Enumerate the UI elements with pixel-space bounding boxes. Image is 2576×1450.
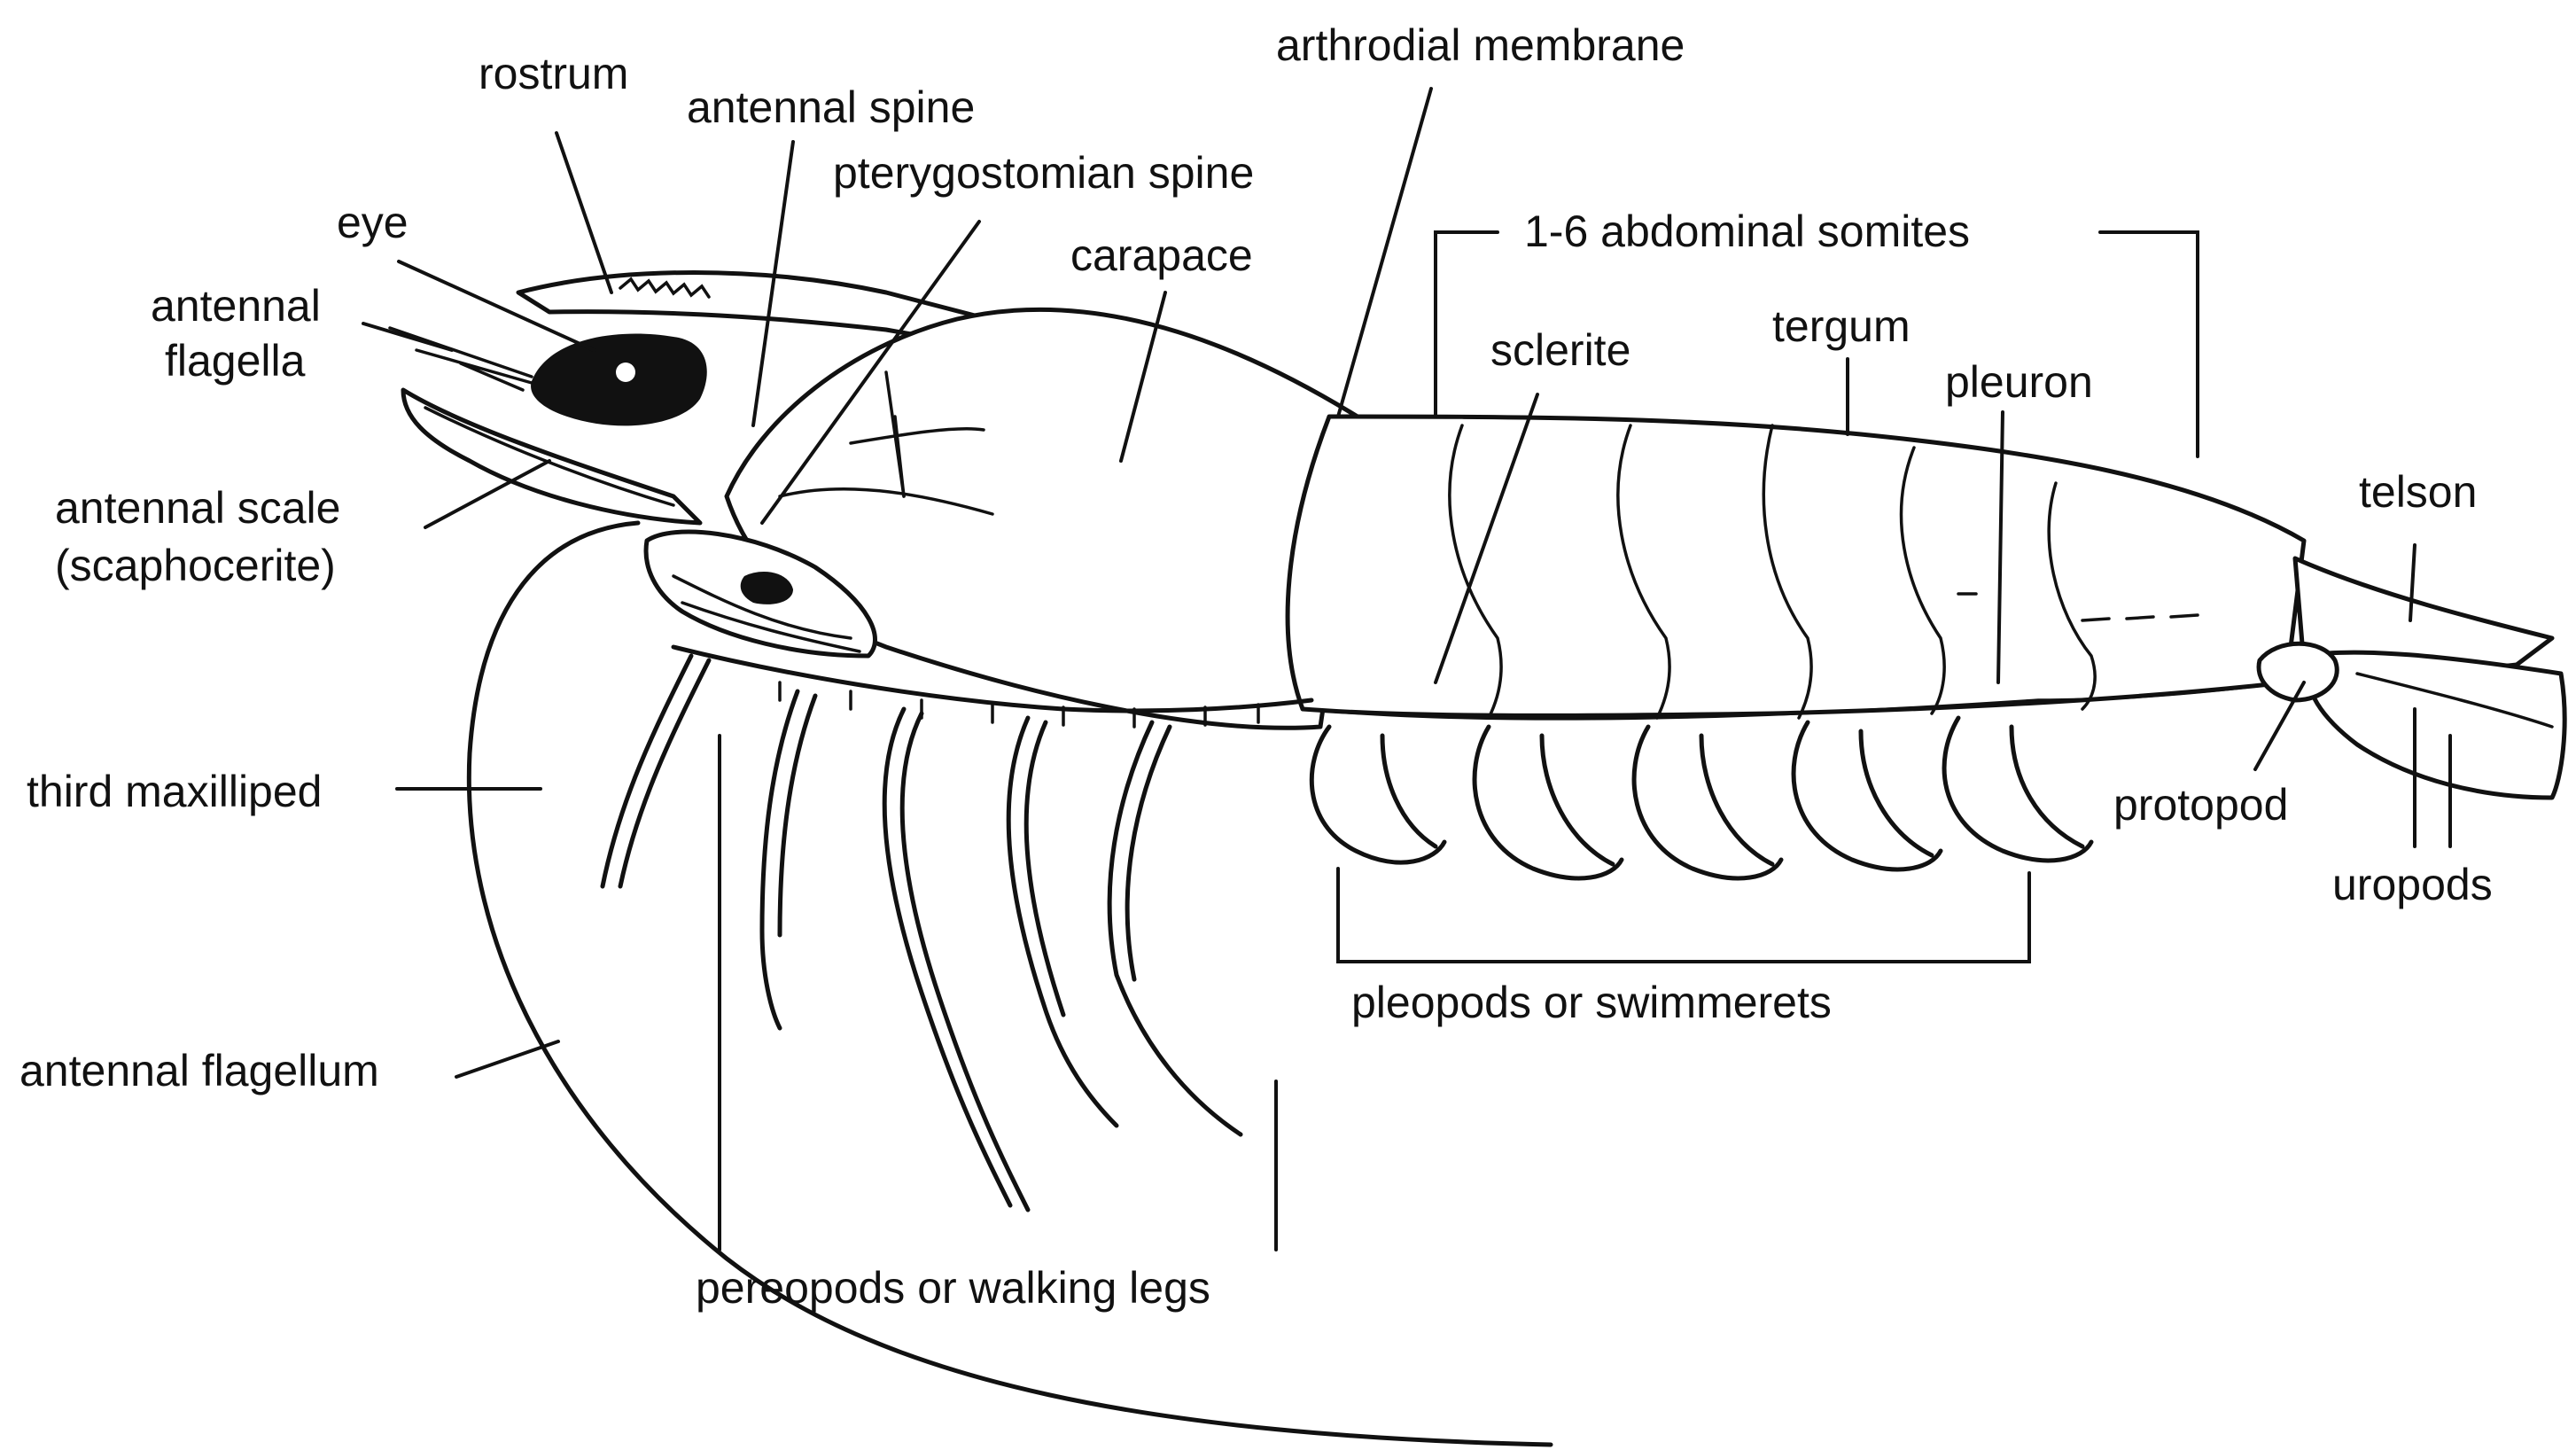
label-sclerite: sclerite xyxy=(1490,325,1630,375)
label-uropods: uropods xyxy=(2332,860,2493,909)
label-third-maxilliped: third maxilliped xyxy=(27,767,322,816)
label-pleopods: pleopods or swimmerets xyxy=(1351,978,1832,1027)
label-antennal-spine: antennal spine xyxy=(687,82,975,132)
carapace-shape xyxy=(727,309,1365,728)
label-protopod: protopod xyxy=(2113,780,2288,830)
pereopods-shapes xyxy=(603,647,1311,1210)
label-antennal-scale-1: antennal scale xyxy=(55,483,340,533)
uropods-shape xyxy=(2304,652,2564,798)
label-antennal-scale-2: (scaphocerite) xyxy=(55,541,336,590)
label-antennal-flagella-2: flagella xyxy=(165,336,306,386)
pleopods-shapes xyxy=(1311,718,2091,878)
label-carapace: carapace xyxy=(1070,230,1253,280)
label-abdominal-somites: 1-6 abdominal somites xyxy=(1524,207,1970,256)
eye-highlight xyxy=(616,362,635,382)
label-pterygostomian-spine: pterygostomian spine xyxy=(833,148,1254,198)
eye-shape xyxy=(531,334,707,426)
label-pereopods: pereopods or walking legs xyxy=(696,1263,1210,1313)
label-antennal-flagellum: antennal flagellum xyxy=(19,1046,379,1095)
label-eye: eye xyxy=(337,198,409,247)
label-rostrum: rostrum xyxy=(479,49,628,98)
label-telson: telson xyxy=(2359,467,2477,517)
label-arthrodial-membrane: arthrodial membrane xyxy=(1276,20,1685,70)
label-tergum: tergum xyxy=(1772,301,1911,351)
label-pleuron: pleuron xyxy=(1945,357,2093,407)
label-antennal-flagella-1: antennal xyxy=(151,281,321,331)
